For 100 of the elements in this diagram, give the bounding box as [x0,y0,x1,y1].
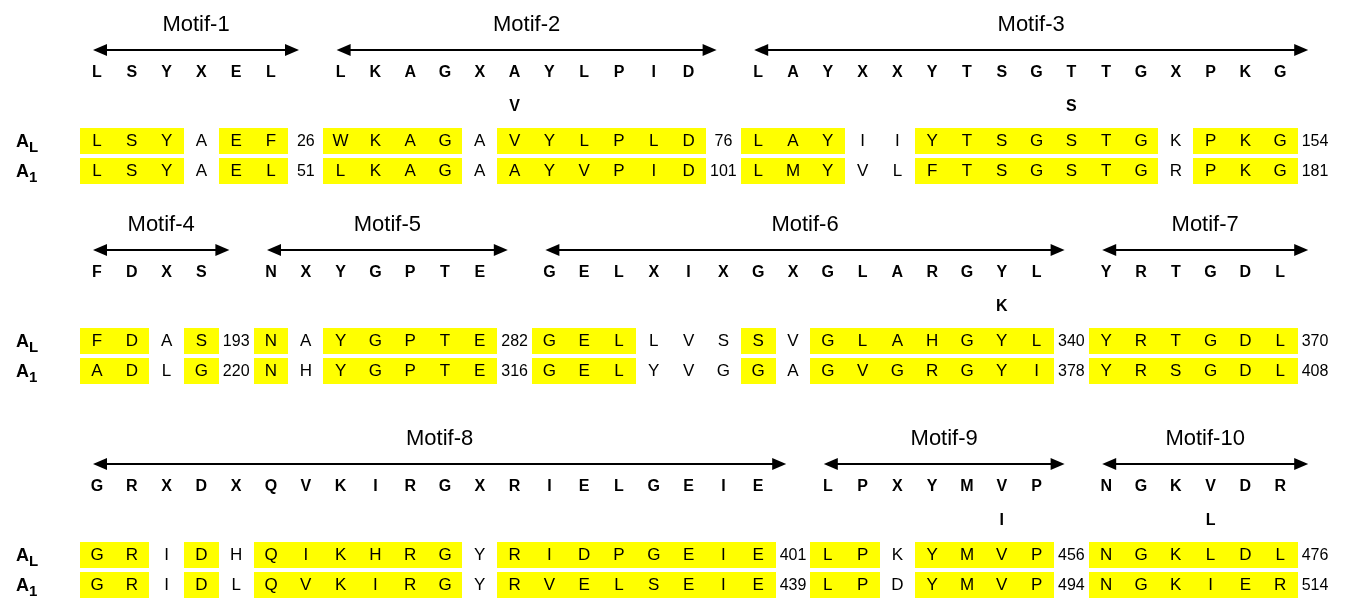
conserved-residue: G [880,358,915,384]
residue: I [163,544,170,566]
conserved-residue: G [532,328,567,354]
conserved-residue: S [636,572,672,598]
consensus-residue: T [1169,264,1182,280]
position-number: 193 [221,331,251,351]
residue: A [786,360,800,382]
conserved-residue: G [427,158,463,184]
consensus-residue: X [229,478,243,494]
consensus-residue: X [717,264,730,280]
consensus-residue: G [1203,264,1218,280]
consensus-residue: L [613,478,625,494]
conserved-residue: V [288,572,324,598]
conserved-residue: Y [914,128,950,154]
conserved-residue: G [1123,128,1159,154]
consensus-residue: M [959,478,975,494]
consensus-residue: A [507,64,522,80]
conserved-residue: V [984,572,1020,598]
conserved-residue: G [184,358,219,384]
residue: A [473,160,487,182]
conserved-residue: H [358,542,393,568]
sequence-name: A$_{L}$ [16,546,39,568]
conserved-residue: I [706,572,741,598]
consensus-residue: N [1099,478,1113,494]
conserved-residue: E [671,572,706,598]
consensus-residue: I [685,264,692,280]
sequence-name: A$_{1}$ [16,162,38,184]
consensus-residue: L [1030,264,1043,280]
conserved-residue: L [566,128,602,154]
residue: A [194,160,209,182]
consensus-residue: N [264,264,278,280]
conserved-residue: E [462,328,498,354]
residue: L [230,574,242,596]
consensus-residue: G [89,478,105,494]
conserved-residue: L [636,128,672,154]
position-number: 378 [1057,361,1086,381]
conserved-residue: G [810,358,846,384]
conserved-residue: S [984,128,1020,154]
consensus-residue: P [856,478,869,494]
conserved-residue: M [775,158,811,184]
consensus-residue: A [890,264,905,280]
conserved-residue: G [532,358,567,384]
variant-residue: S [1065,98,1078,114]
position-number: 401 [778,545,808,565]
conserved-residue: G [1019,158,1054,184]
conserved-residue: I [1193,572,1228,598]
consensus-residue: R [507,478,522,494]
position-number: 370 [1300,331,1330,351]
residue: V [681,360,696,382]
consensus-residue: I [372,478,379,494]
conserved-residue: L [79,128,115,154]
consensus-residue: X [299,264,313,280]
conserved-residue: L [845,328,880,354]
conserved-residue: A [392,128,428,154]
conserved-residue: G [1193,358,1228,384]
residue: L [648,330,660,352]
conserved-residue: N [253,328,289,354]
conserved-residue: F [253,128,289,154]
consensus-residue: V [995,478,1009,494]
conserved-residue: R [914,358,950,384]
position-number: 456 [1057,545,1086,565]
conserved-residue: A [497,158,532,184]
conserved-residue: V [566,158,602,184]
conserved-residue: S [1158,358,1194,384]
conserved-residue: L [601,358,637,384]
consensus-residue: G [1272,64,1288,80]
conserved-residue: D [671,158,706,184]
conserved-residue: A [79,358,115,384]
consensus-residue: X [473,64,487,80]
residue: I [163,574,170,596]
conserved-residue: G [636,542,672,568]
conserved-residue: R [392,542,428,568]
conserved-residue: Y [323,358,358,384]
conserved-residue: L [810,542,846,568]
conserved-residue: K [1228,158,1263,184]
motif-title: Motif-3 [997,13,1065,35]
conserved-residue: R [1123,328,1159,354]
conserved-residue: W [323,128,358,154]
position-number: 514 [1300,575,1330,595]
consensus-residue: L [578,64,591,80]
conserved-residue: N [253,358,289,384]
consensus-residue: I [650,64,657,80]
consensus-residue: L [613,264,625,280]
consensus-residue: G [959,264,975,280]
consensus-residue: X [195,64,208,80]
conserved-residue: P [601,542,637,568]
conserved-residue: G [1019,128,1054,154]
conserved-residue: Y [984,358,1020,384]
consensus-residue: S [995,64,1009,80]
consensus-residue: A [403,64,417,80]
conserved-residue: V [984,542,1020,568]
conserved-residue: D [114,328,150,354]
conserved-residue: Y [532,128,567,154]
consensus-residue: Y [334,264,347,280]
position-number: 154 [1300,131,1330,151]
residue: I [859,130,866,152]
conserved-residue: E [740,572,776,598]
conserved-residue: E [1228,572,1263,598]
conserved-residue: K [1158,542,1194,568]
conserved-residue: G [1262,158,1298,184]
